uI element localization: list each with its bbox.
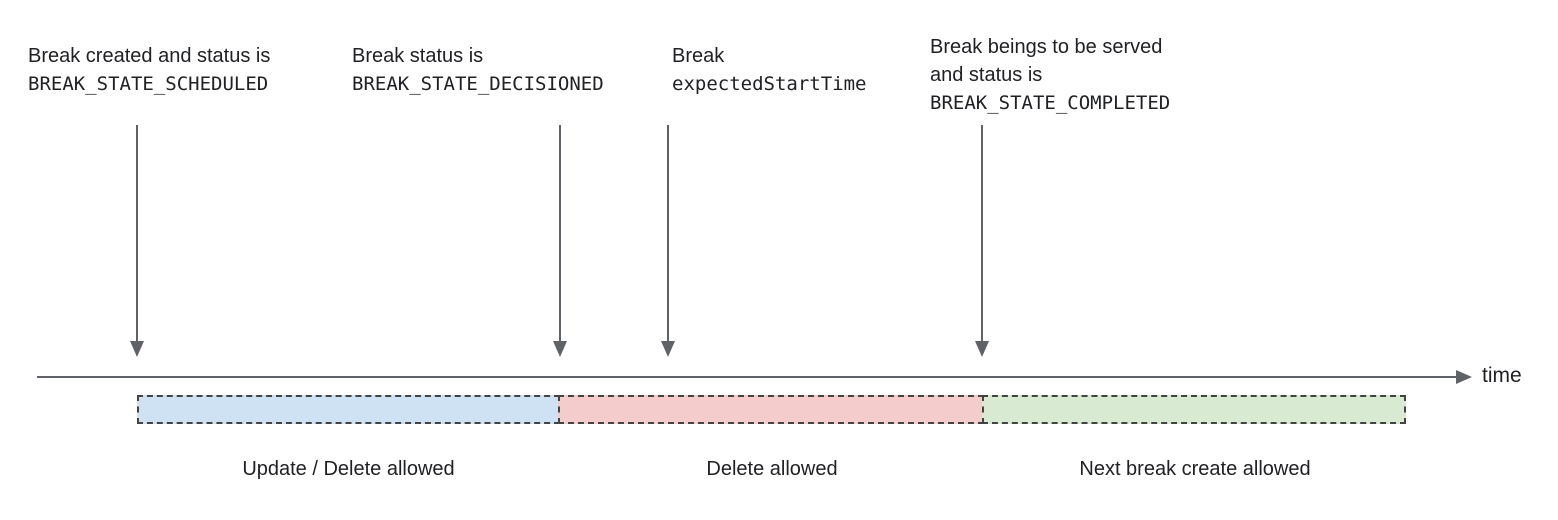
annotation-break-decisioned: Break status is BREAK_STATE_DECISIONED xyxy=(352,42,604,98)
annotation-expected-start-time: Break expectedStartTime xyxy=(672,42,866,98)
annotation-text: Break status is xyxy=(352,45,484,67)
annotation-text: Break beings to be served xyxy=(930,36,1163,58)
arrow-down-icon xyxy=(661,341,675,357)
arrow-shaft xyxy=(559,125,561,343)
arrow-shaft xyxy=(981,125,983,343)
arrow-down-icon xyxy=(553,341,567,357)
arrow-right-icon xyxy=(1456,370,1472,384)
segment-next-break-create-allowed xyxy=(982,395,1406,424)
timeline-axis xyxy=(37,376,1458,378)
annotation-code: BREAK_STATE_DECISIONED xyxy=(352,73,604,95)
segment-label-next-break-create: Next break create allowed xyxy=(1079,458,1311,480)
annotation-break-scheduled: Break created and status is BREAK_STATE_… xyxy=(28,42,270,98)
annotation-code: BREAK_STATE_SCHEDULED xyxy=(28,73,269,95)
annotation-code: expectedStartTime xyxy=(672,73,867,95)
annotation-text: Break created and status is xyxy=(28,45,271,67)
arrow-shaft xyxy=(667,125,669,343)
arrow-down-icon xyxy=(130,341,144,357)
segment-label-delete: Delete allowed xyxy=(706,458,838,480)
arrow-shaft xyxy=(136,125,138,343)
arrow-down-icon xyxy=(975,341,989,357)
segment-label-update-delete: Update / Delete allowed xyxy=(242,458,455,480)
segment-delete-allowed xyxy=(558,395,984,424)
annotation-break-completed: Break beings to be served and status is … xyxy=(930,33,1170,117)
annotation-code: BREAK_STATE_COMPLETED xyxy=(930,92,1171,114)
segment-update-delete-allowed xyxy=(137,395,560,424)
annotation-text: and status is xyxy=(930,64,1043,86)
annotation-text: Break xyxy=(672,45,725,67)
timeline-label: time xyxy=(1482,364,1522,387)
